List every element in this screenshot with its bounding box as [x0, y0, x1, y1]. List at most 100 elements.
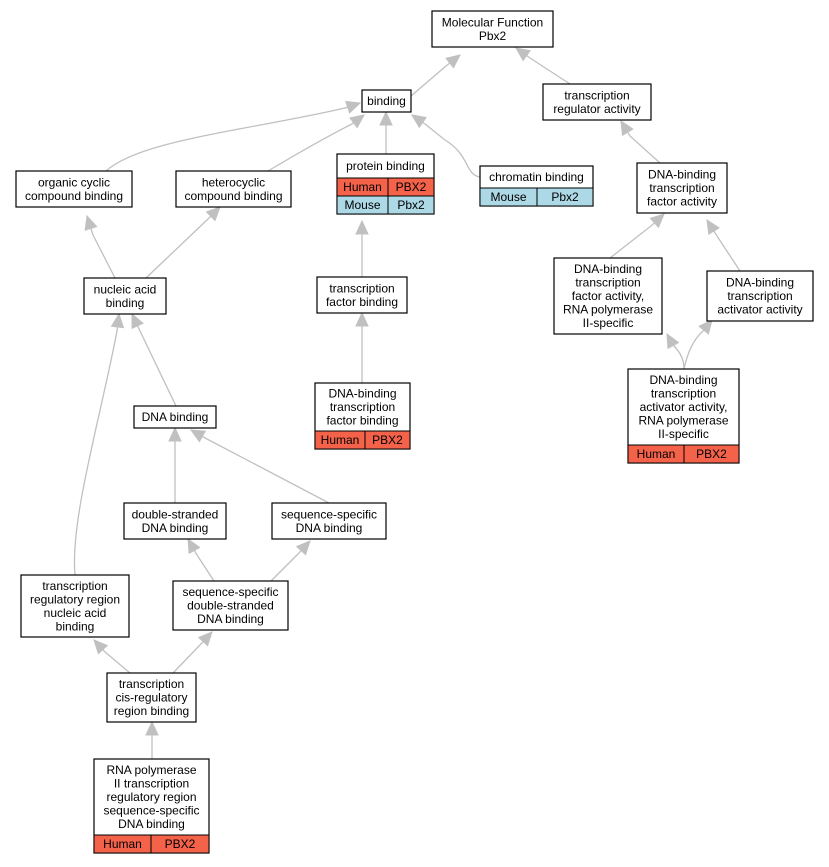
edge-line	[270, 553, 299, 582]
node-label-line: RNA polymerase	[106, 763, 196, 777]
edge-ss-dna	[189, 429, 330, 504]
node-label-line: transcription	[119, 677, 184, 691]
edge-connector	[713, 230, 718, 237]
edge-line	[145, 218, 209, 279]
node-label-line: heterocyclic	[202, 175, 265, 189]
edge-act2-activator	[683, 319, 713, 370]
edge-chromatin-binding	[411, 114, 481, 178]
node-label-line: DNA binding	[197, 612, 264, 626]
node-label-line: regulator activity	[553, 102, 640, 116]
node-label-line: transcription	[329, 281, 394, 295]
arrowhead-icon	[355, 219, 369, 235]
edge-connector	[526, 55, 531, 59]
node-label-line: DNA binding	[118, 817, 185, 831]
node-label-line: cis-regulatory	[115, 691, 187, 705]
node-label-line: sequence-specific	[281, 507, 377, 521]
node-label-line: DNA binding	[296, 521, 363, 535]
node-label-line: DNA-binding	[649, 373, 717, 387]
gene-cell	[683, 444, 740, 464]
node-label-line: regulatory region	[30, 592, 120, 606]
edge-cis-ssds	[172, 631, 213, 674]
go-term-node-binding[interactable]: binding	[361, 89, 412, 113]
node-label-line: factor activity,	[572, 289, 644, 303]
arrowhead-icon	[698, 319, 713, 335]
node-label-line: Molecular Function	[442, 15, 543, 29]
node-box	[636, 162, 728, 214]
node-label-line: protein binding	[346, 159, 425, 173]
edge-line	[672, 344, 685, 370]
arrowhead-icon	[345, 100, 362, 114]
arrowhead-icon	[666, 332, 680, 350]
arrowhead-icon	[445, 54, 461, 69]
edge-line	[139, 330, 177, 407]
edge-connector	[199, 641, 204, 646]
node-label-line: II transcription	[114, 777, 189, 791]
edge-connector	[650, 222, 655, 227]
node-label-line: activator activity,	[640, 400, 728, 414]
edge-connector	[193, 550, 198, 556]
edge-dna-nucleic	[131, 312, 177, 407]
species-label: Mouse	[344, 198, 380, 212]
arrowhead-icon	[189, 429, 207, 443]
node-label-line: sequence-specific	[182, 585, 278, 599]
node-box	[431, 10, 554, 48]
arrowhead-icon	[620, 119, 634, 137]
edge-organic-binding	[105, 100, 362, 172]
arrowhead-icon	[197, 631, 213, 647]
node-label-line: activator activity	[717, 303, 802, 317]
edge-line	[267, 123, 353, 172]
node-label-line: compound binding	[184, 189, 282, 203]
edge-line	[206, 438, 330, 504]
edge-dbtfb-tf	[355, 311, 369, 383]
node-box	[15, 170, 133, 208]
node-box	[316, 276, 408, 314]
node-label-line: organic cyclic	[38, 175, 110, 189]
arrowhead-icon	[131, 312, 144, 330]
node-label-line: double-stranded	[132, 507, 219, 521]
edge-rnapol2-dbtf	[609, 213, 665, 259]
edge-act2-rnapol2	[666, 332, 685, 370]
gene-label: PBX2	[696, 447, 727, 461]
node-label-line: II-specific	[583, 316, 634, 330]
node-label-line: RNA polymerase	[563, 303, 653, 317]
edge-line	[683, 330, 704, 370]
arrowhead-icon	[379, 110, 393, 126]
gene-cell	[150, 834, 210, 854]
arrowhead-icon	[84, 214, 98, 231]
edge-connector	[202, 435, 208, 440]
edge-line	[424, 123, 481, 178]
node-box	[20, 574, 130, 638]
arrowhead-icon	[168, 426, 182, 442]
node-label-line: nucleic acid	[44, 606, 107, 620]
node-label-line: transcription	[330, 400, 395, 414]
edge-activator-dbtf	[706, 218, 741, 272]
node-box	[553, 257, 663, 335]
go-term-node-dna-binding[interactable]: DNA binding	[133, 405, 217, 429]
edge-dbtf-transreg	[620, 119, 661, 164]
edge-rnapol2trr-cis	[145, 720, 159, 759]
edge-cis-trr	[93, 639, 131, 674]
